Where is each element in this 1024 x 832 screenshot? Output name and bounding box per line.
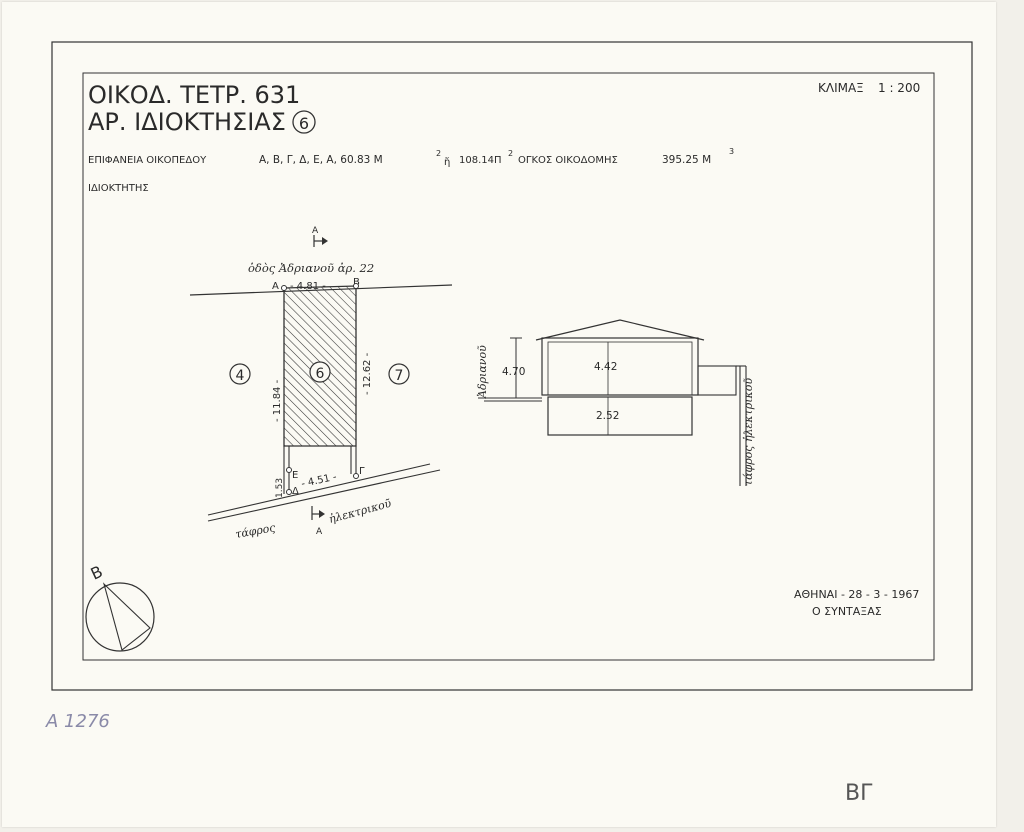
- corner-d: Δ: [292, 486, 299, 497]
- neighbor-left: 4: [236, 368, 245, 384]
- scale-label: ΚΛΙΜΑΞ: [818, 81, 864, 95]
- short-length: 1.53: [275, 478, 285, 498]
- corner-b: Β: [353, 277, 360, 288]
- section-total-height: 4.70: [502, 366, 525, 378]
- width-top: - 4.81 -: [290, 281, 326, 292]
- place-date: ΑΘΗΝΑΙ - 28 - 3 - 1967: [794, 588, 919, 601]
- area-points: Α, Β, Γ, Δ, Ε, Α, 60.83 Μ: [259, 154, 383, 166]
- left-length: - 11.84 -: [272, 379, 283, 422]
- volume-value: 395.25 Μ: [662, 154, 711, 166]
- section-lower-height: 2.52: [596, 410, 619, 422]
- scale-value: 1 : 200: [878, 81, 920, 95]
- outer-frame: [51, 41, 973, 691]
- right-length: - 12.62 -: [362, 352, 373, 395]
- property-number: 6: [299, 114, 309, 133]
- volume-sup: 3: [729, 147, 734, 156]
- corner-g: Γ: [359, 466, 365, 477]
- width-bottom: - 4.51 -: [300, 472, 338, 490]
- owner-label: ΙΔΙΟΚΤΗΤΗΣ: [88, 183, 149, 194]
- corner-e: Ε: [292, 470, 298, 481]
- center-circle: [309, 361, 331, 383]
- property-label: ΑΡ. ΙΔΙΟΚΤΗΣΙΑΣ: [88, 108, 286, 136]
- street-top: ὁδὸς Ἀδριανοῦ ἀρ. 22: [248, 261, 374, 275]
- area-alt-sup: 2: [508, 149, 513, 158]
- archive-code: Α 1276: [45, 711, 110, 732]
- section-upper-height: 4.42: [594, 361, 617, 373]
- area-label: ΕΠΙΦΑΝΕΙΑ ΟΙΚΟΠΕΔΟΥ: [88, 155, 207, 166]
- building-section: Ἀδριανοῦ 4.70 4.42 2.52 τάφρος ἠλεκτρικο: [476, 319, 755, 486]
- section-marker-bottom: Α: [316, 527, 323, 537]
- upper-floor: [541, 337, 699, 396]
- street-bottom-line-2: [207, 469, 441, 522]
- section-marker-top: Α: [312, 226, 319, 236]
- street-bottom-line-1: [207, 463, 431, 516]
- neighbor-left-circle: [229, 363, 251, 385]
- initials: ΒΓ: [845, 781, 873, 806]
- area-sup: 2: [436, 149, 441, 158]
- block-label: ΟΙΚΟΔ. ΤΕΤΡ. 631: [88, 81, 300, 109]
- ditch-label: τάφρος: [234, 521, 277, 541]
- north-arrow: Β: [85, 562, 155, 652]
- lower-floor: [547, 396, 693, 436]
- area-alt: 108.14Π: [459, 155, 502, 166]
- neighbor-right-circle: [388, 363, 410, 385]
- section-street-right: τάφρος ἠλεκτρικοῦ: [742, 378, 755, 486]
- center-number: 6: [316, 366, 325, 382]
- inner-frame: [82, 72, 935, 661]
- corner-a: Α: [272, 281, 279, 292]
- volume-label: ΟΓΚΟΣ ΟΙΚΟΔΟΜΗΣ: [518, 155, 618, 166]
- section-street-left: Ἀδριανοῦ: [476, 345, 489, 399]
- property-number-circle: [292, 110, 316, 134]
- site-plan: Α ὁδὸς Ἀδριανοῦ ἀρ. 22 Α Β - 4.81 - Ε Δ …: [189, 226, 453, 541]
- author-role: Ο ΣΥΝΤΑΞΑΣ: [812, 605, 882, 618]
- area-or: ἤ: [444, 156, 450, 168]
- roof: [535, 319, 705, 341]
- north-label: Β: [88, 562, 106, 584]
- neighbor-right: 7: [395, 368, 404, 384]
- street-bottom: ἠλεκτρικοῦ: [327, 497, 393, 526]
